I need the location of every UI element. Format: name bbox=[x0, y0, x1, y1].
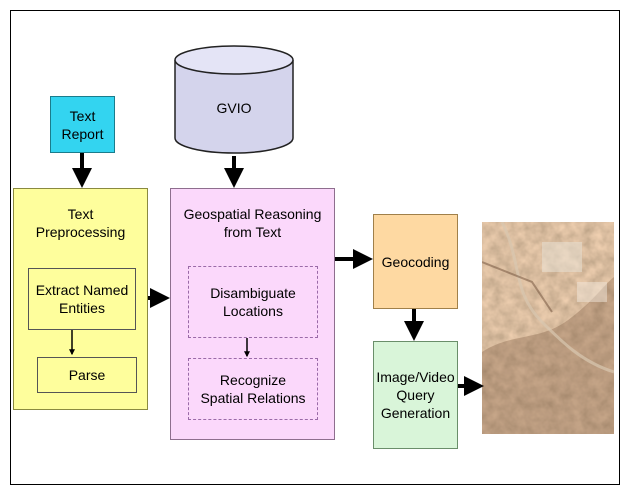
text-preprocessing-label: Text Preprocessing bbox=[35, 206, 126, 240]
extract-named-entities-label: Extract Named Entities bbox=[35, 282, 129, 316]
query-generation-label: Image/Video Query Generation bbox=[376, 369, 455, 421]
geocoding-label: Geocoding bbox=[381, 253, 450, 270]
gvio-label: GVIO bbox=[216, 100, 252, 116]
text-report-label: Text Report bbox=[61, 107, 104, 142]
geocoding-node: Geocoding bbox=[373, 214, 458, 309]
text-report-node: Text Report bbox=[50, 96, 115, 153]
satellite-image bbox=[481, 221, 615, 434]
aerial-terrain-image bbox=[481, 221, 615, 434]
recognize-spatial-relations-node: Recognize Spatial Relations bbox=[188, 358, 318, 420]
diagram-frame bbox=[10, 10, 620, 485]
gvio-database-node: GVIO bbox=[173, 44, 295, 156]
parse-label: Parse bbox=[68, 367, 106, 383]
parse-node: Parse bbox=[37, 357, 137, 393]
recognize-spatial-relations-label: Recognize Spatial Relations bbox=[200, 372, 306, 406]
extract-named-entities-node: Extract Named Entities bbox=[28, 268, 136, 330]
query-generation-node: Image/Video Query Generation bbox=[373, 341, 458, 449]
disambiguate-locations-label: Disambiguate Locations bbox=[210, 285, 296, 319]
geospatial-reasoning-label: Geospatial Reasoning from Text bbox=[183, 206, 322, 240]
gvio-cylinder-shape bbox=[174, 45, 294, 154]
disambiguate-locations-node: Disambiguate Locations bbox=[188, 266, 318, 338]
